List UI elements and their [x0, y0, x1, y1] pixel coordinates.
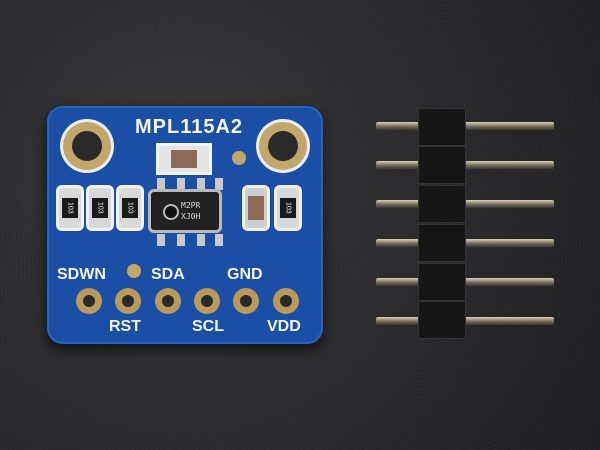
pin-pad-5 [233, 288, 259, 314]
board-title: MPL115A2 [135, 116, 244, 138]
chip-leg [215, 234, 223, 246]
pin-pad-4 [194, 288, 220, 314]
chip-leg [197, 178, 205, 190]
header-segment [418, 263, 466, 301]
capacitor-top [159, 146, 209, 172]
pin-label-scl: SCL [192, 318, 224, 335]
chip-leg [157, 234, 165, 246]
chip-leg [177, 234, 185, 246]
header-segment [418, 108, 466, 146]
capacitor-right [245, 188, 267, 228]
pin-pad-6 [273, 288, 299, 314]
chip-marking: M2PR XJ0H [181, 201, 201, 221]
chip-port-icon [163, 204, 179, 220]
via [127, 264, 141, 278]
pin-label-sda: SDA [151, 266, 185, 283]
chip-leg [177, 178, 185, 190]
pcb-breakout-board: MPL115A2 103 103 103 103 M2PR XJ0H SDWN … [47, 106, 323, 344]
pin-label-sdwn: SDWN [57, 266, 106, 283]
pin-label-gnd: GND [227, 266, 263, 283]
resistor-1: 103 [59, 188, 81, 228]
chip-leg [215, 178, 223, 190]
header-segment [418, 224, 466, 262]
header-segment [418, 301, 466, 339]
mounting-hole-right [259, 122, 307, 170]
resistor-3: 103 [119, 188, 141, 228]
mounting-hole-left [63, 122, 111, 170]
chip-leg [197, 234, 205, 246]
resistor-2: 103 [89, 188, 111, 228]
pin-pad-3 [155, 288, 181, 314]
resistor-4: 103 [277, 188, 299, 228]
sensor-chip: M2PR XJ0H [151, 192, 219, 230]
header-segment [418, 185, 466, 223]
chip-leg [157, 178, 165, 190]
pin-label-vdd: VDD [267, 318, 301, 335]
header-plastic-body [418, 108, 466, 339]
header-segment [418, 146, 466, 184]
pin-pad-1 [76, 288, 102, 314]
via [232, 151, 246, 165]
pin-pad-2 [115, 288, 141, 314]
pin-label-rst: RST [109, 318, 141, 335]
